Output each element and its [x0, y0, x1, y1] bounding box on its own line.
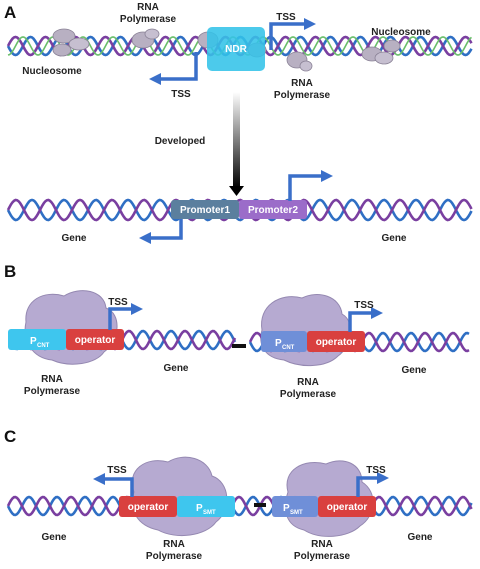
- panel-label-b: B: [4, 262, 16, 281]
- operator-box-c-left: [119, 496, 177, 517]
- p-smt-box-c-right: [272, 496, 318, 517]
- p-cnt-sub-b-left: CNT: [37, 343, 50, 349]
- rna-polymerase-small-top: [131, 28, 160, 49]
- developed-label: Developed: [155, 136, 206, 147]
- tss-label-b-left: TSS: [108, 297, 128, 308]
- p-cnt-main-b-left: P: [30, 336, 37, 347]
- nucleosome-right-label: Nucleosome: [371, 27, 431, 38]
- rna-polymerase-small-bottom: [286, 51, 313, 72]
- nucleosome-right-group: [361, 39, 401, 65]
- rna-polymerase-top-label-2: Polymerase: [120, 14, 177, 25]
- gene-left-label-a: Gene: [61, 233, 86, 244]
- tss-arrowhead-b-left: [131, 303, 143, 315]
- separator-b: [232, 344, 246, 348]
- operator-box-b-right: [307, 331, 365, 352]
- ndr-label: NDR: [225, 44, 247, 55]
- rna-polymerase-label-c-right-1: RNA: [311, 539, 333, 550]
- tss-label-c-left: TSS: [107, 465, 127, 476]
- promoter2-box: [239, 200, 307, 219]
- operator-label-c-left: operator: [128, 502, 169, 513]
- tss-arrowhead-right-a: [304, 18, 316, 30]
- panel-label-a: A: [4, 3, 16, 22]
- dna-helix-a-bottom: [6, 198, 473, 222]
- promoter2-label: Promoter2: [248, 205, 298, 216]
- nucleosome-left-group: [52, 28, 90, 57]
- tss-arrow-promoter2: [288, 174, 322, 201]
- nucleosome-left-label: Nucleosome: [22, 66, 82, 77]
- p-cnt-box-b-left: [8, 329, 66, 350]
- tss-arrow-b-left: [108, 307, 132, 330]
- rna-polymerase-label-c-left-1: RNA: [163, 539, 185, 550]
- separator-c: [254, 503, 266, 507]
- p-smt-box-c-left: [177, 496, 235, 517]
- tss-arrow-promoter1: [150, 219, 183, 240]
- tss-arrow-c-right: [356, 476, 378, 497]
- developed-arrowhead: [229, 186, 244, 196]
- tss-arrowhead-c-left: [93, 473, 105, 485]
- rna-polymerase-blob-b-right: [260, 294, 352, 366]
- gene-label-b-right: Gene: [401, 365, 426, 376]
- panel-label-c: C: [4, 427, 16, 446]
- tss-arrowhead-b-right: [371, 307, 383, 319]
- tss-label-b-right: TSS: [354, 300, 374, 311]
- tss-label-c-right: TSS: [366, 465, 386, 476]
- developed-arrow-shaft: [233, 92, 240, 188]
- tss-arrow-c-left: [104, 477, 134, 497]
- dna-strand: [6, 495, 473, 517]
- ndr-box: [207, 27, 265, 71]
- tss-arrow-right-a: [269, 22, 305, 50]
- gene-label-c-right: Gene: [407, 532, 432, 543]
- rna-polymerase-blob-b-left: [24, 290, 118, 365]
- operator-label-b-left: operator: [75, 335, 116, 346]
- tss-arrow-b-right: [348, 311, 372, 332]
- rna-polymerase-top-label-1: RNA: [137, 2, 159, 13]
- tss-arrowhead-left-a: [149, 73, 161, 85]
- p-smt-main-c-left: P: [196, 503, 203, 514]
- dna-helix-c: [6, 495, 473, 517]
- p-smt-sub-c-right: SMT: [290, 510, 303, 516]
- rna-polymerase-label-b-left-1: RNA: [41, 374, 63, 385]
- tss-arrowhead-c-right: [377, 472, 389, 484]
- tss-arrowhead-promoter2: [321, 170, 333, 182]
- rna-polymerase-label-c-left-2: Polymerase: [146, 551, 203, 562]
- dna-strand: [6, 495, 473, 517]
- promoter1-label: Promoter1: [180, 205, 230, 216]
- p-cnt-sub-b-right: CNT: [282, 345, 295, 351]
- rna-polymerase-bottom-label-2: Polymerase: [274, 90, 331, 101]
- tss-arrow-left-a: [160, 52, 198, 81]
- rna-polymerase-label-c-right-2: Polymerase: [294, 551, 351, 562]
- rna-polymerase-label-b-left-2: Polymerase: [24, 386, 81, 397]
- operator-box-c-right: [318, 496, 376, 517]
- p-smt-sub-c-left: SMT: [203, 510, 216, 516]
- operator-label-c-right: operator: [327, 502, 368, 513]
- dna-strand: [6, 198, 473, 222]
- rna-polymerase-bottom-label-1: RNA: [291, 78, 313, 89]
- tss-label-right-a: TSS: [276, 12, 296, 23]
- p-smt-main-c-right: P: [283, 503, 290, 514]
- tss-label-left-a: TSS: [171, 89, 191, 100]
- operator-box-b-left: [66, 329, 124, 350]
- rna-polymerase-label-b-right-2: Polymerase: [280, 389, 337, 400]
- rna-polymerase-label-b-right-1: RNA: [297, 377, 319, 388]
- p-cnt-main-b-right: P: [275, 338, 282, 349]
- gene-right-label-a: Gene: [381, 233, 406, 244]
- dna-strand: [6, 198, 473, 222]
- operator-label-b-right: operator: [316, 337, 357, 348]
- gene-label-b-left: Gene: [163, 363, 188, 374]
- p-cnt-box-b-right: [261, 331, 307, 352]
- gene-label-c-left: Gene: [41, 532, 66, 543]
- tss-arrowhead-promoter1: [139, 232, 151, 244]
- promoter1-box: [171, 200, 239, 219]
